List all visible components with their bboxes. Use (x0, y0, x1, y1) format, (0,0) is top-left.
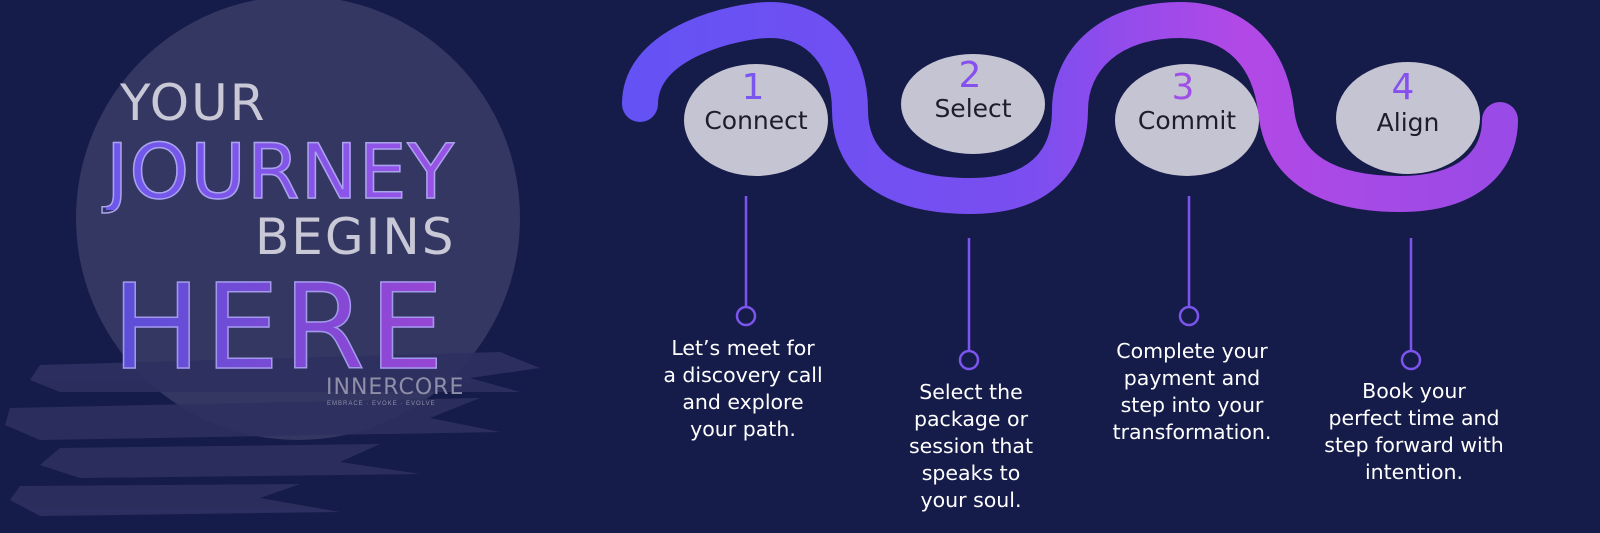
step-1-badge (684, 64, 828, 176)
step-1-title: Connect (704, 106, 808, 135)
headline-your: YOUR (120, 74, 267, 132)
step-4-title: Align (1376, 108, 1440, 137)
moon-circle (76, 0, 520, 440)
innercore-tagline: EMBRACE · EVOKE · EVOLVE (327, 401, 436, 407)
step-2-pin (958, 349, 980, 371)
step-2-badge (901, 54, 1045, 154)
step-3-description: Complete your payment and step into your… (1112, 339, 1272, 444)
step-3-pin (1178, 305, 1200, 327)
journey-wave-path (622, 1, 1518, 215)
step-4-pin (1400, 349, 1422, 371)
step-1-description: Let’s meet for a discovery call and expl… (663, 336, 823, 441)
step-3-number: 3 (1171, 67, 1195, 108)
step-2-title: Select (934, 94, 1012, 123)
step-4-badge (1336, 62, 1480, 174)
step-4-description: Book your perfect time and step forward … (1324, 379, 1504, 484)
step-4-number: 4 (1391, 67, 1415, 108)
step-1-pin (735, 305, 757, 327)
step-2-description: Select the package or session that speak… (908, 380, 1034, 512)
headline-journey: JOURNEY (105, 127, 455, 216)
headline-begins: BEGINS (255, 208, 456, 266)
step-1-number: 1 (741, 67, 765, 108)
innercore-logo: INNERCORE (326, 375, 465, 400)
headline: YOUR JOURNEY BEGINS HERE INNERCORE EMBRA… (0, 0, 620, 533)
water-reflection (5, 352, 540, 516)
step-2-number: 2 (958, 55, 982, 96)
step-3-title: Commit (1137, 106, 1237, 135)
step-3-badge (1115, 64, 1259, 176)
headline-here: HERE (111, 258, 448, 396)
